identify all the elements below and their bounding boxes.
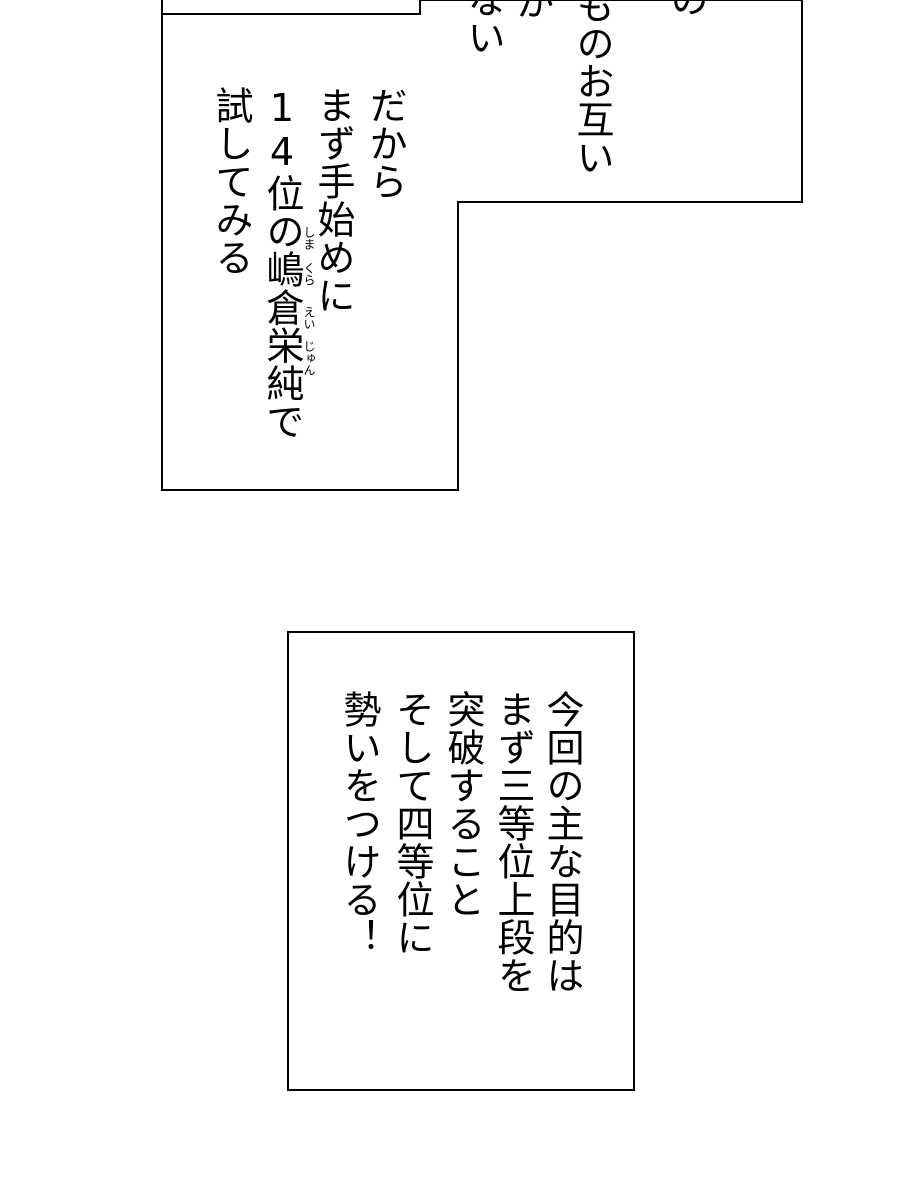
caption-bottom-column-4: そして四等位に <box>390 690 434 956</box>
caption-top-column-2: ものお互い <box>570 0 614 176</box>
caption-box-top-border <box>161 0 803 491</box>
caption-bottom-column-2: まず三等位上段を <box>491 690 535 994</box>
caption-top-column-8: 試してみる <box>209 86 253 276</box>
caption-bottom-column-5: 勢いをつける！ <box>337 690 381 956</box>
caption-top-column-6: 14位の嶋倉栄純で <box>260 86 304 440</box>
top-fragment-border <box>161 0 421 15</box>
caption-top-column-3: が <box>510 0 554 20</box>
ruby-shima: しま <box>302 226 316 250</box>
caption-bottom-column-1: 今回の主な目的は <box>540 690 584 994</box>
ruby-jun: じゅん <box>302 340 316 376</box>
caption-top-column-7: まず手始めに <box>311 86 355 314</box>
ruby-ei: えい <box>302 306 316 330</box>
caption-top-column-1: の <box>664 0 708 18</box>
caption-box-bottom-border <box>287 631 635 1091</box>
ruby-kura: くら <box>302 262 316 286</box>
caption-bottom-column-3: 突破すること <box>441 690 485 918</box>
caption-top-column-4: ない <box>461 0 505 56</box>
caption-top-column-5: だから <box>363 86 407 200</box>
